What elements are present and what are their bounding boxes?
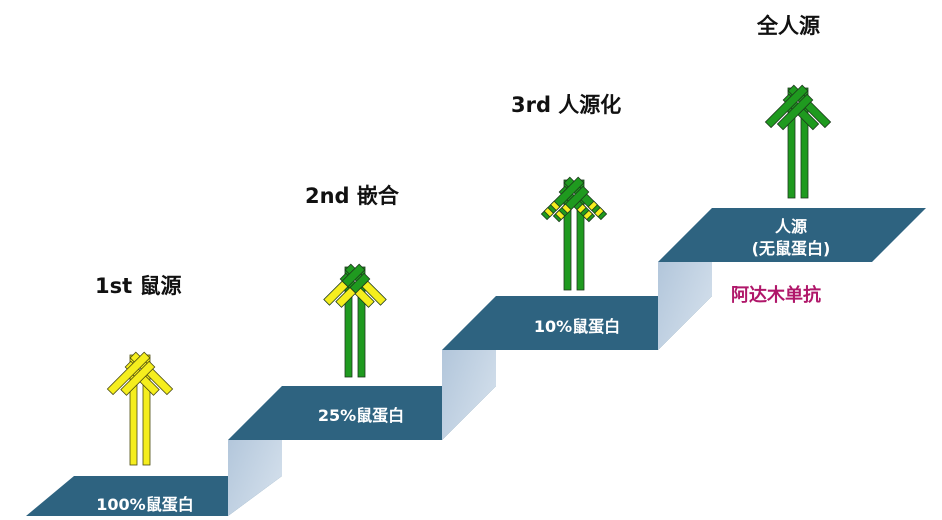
step-1-top — [26, 476, 282, 516]
antibody-humanized-icon — [540, 176, 608, 291]
step-3-top — [442, 296, 712, 350]
step-4-label-line2: (无鼠蛋白) — [751, 239, 831, 258]
step-2-label: 25%鼠蛋白 — [317, 406, 405, 425]
stage-1-title: 1st 鼠源 — [95, 274, 182, 298]
antibody-murine-icon — [106, 351, 174, 466]
stage-2-title: 2nd 嵌合 — [305, 184, 399, 208]
stage-4-title: 全人源 — [757, 14, 820, 38]
stage-3-title: 3rd 人源化 — [511, 93, 622, 117]
step-4-label-line1: 人源 — [774, 217, 807, 236]
step-2-top — [228, 386, 496, 440]
step-4-top — [658, 208, 926, 262]
step-3-label: 10%鼠蛋白 — [533, 317, 621, 336]
antibody-human-icon — [764, 84, 832, 199]
step-1-label: 100%鼠蛋白 — [96, 495, 194, 514]
staircase — [26, 208, 926, 516]
antibody-chimeric-icon — [323, 263, 387, 378]
drug-name-label: 阿达木单抗 — [731, 285, 821, 306]
